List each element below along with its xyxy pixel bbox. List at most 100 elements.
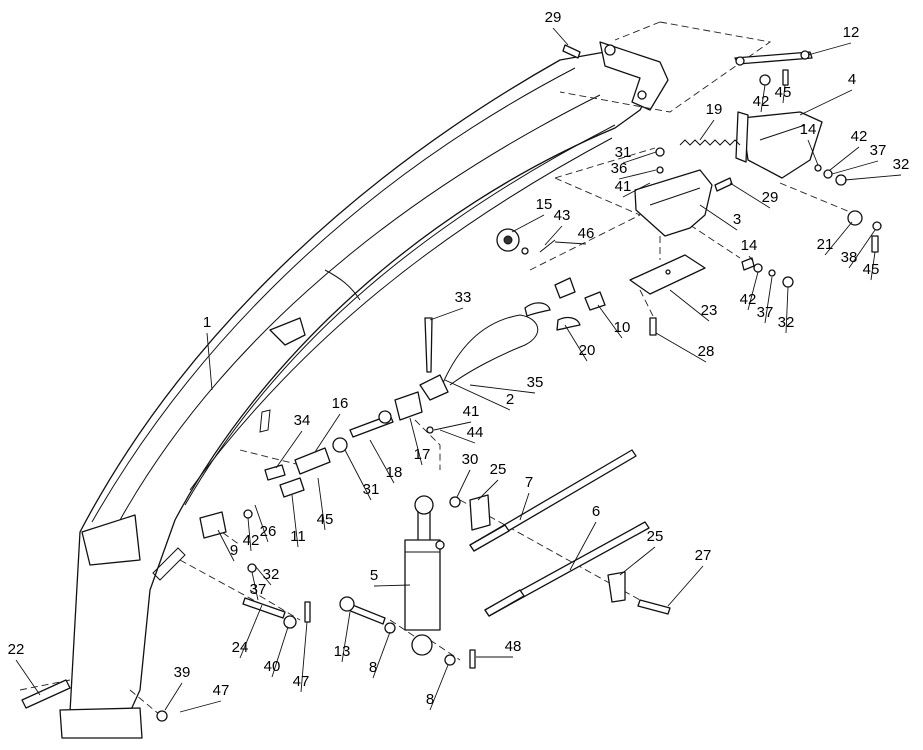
callout-28: 28: [698, 343, 715, 360]
washer-37c: [247, 563, 257, 573]
leader-line-28: [655, 332, 707, 363]
callout-8: 8: [426, 691, 434, 708]
washer-8a: [384, 622, 396, 634]
leader-line-43: [544, 225, 563, 246]
bolt-27: [637, 599, 671, 615]
callout-12: 12: [843, 24, 860, 41]
callout-32: 32: [778, 314, 795, 331]
callout-14: 14: [800, 121, 817, 138]
link-16: [294, 447, 331, 475]
nut-32d: [782, 276, 794, 288]
leader-line-40: [271, 626, 289, 678]
bolt-28: [649, 317, 657, 336]
leader-line-15: [511, 214, 545, 233]
washer-42c: [243, 509, 253, 519]
leader-line-45: [317, 477, 326, 531]
dash-line-6: [779, 182, 851, 213]
washer-30: [449, 496, 461, 508]
callout-14: 14: [741, 237, 758, 254]
callout-10: 10: [614, 319, 631, 336]
washer-37d: [768, 269, 776, 277]
head-pin-2: [637, 90, 647, 100]
leader-line-4: [799, 89, 853, 116]
bolt-33: [424, 317, 433, 373]
callout-47: 47: [213, 682, 230, 699]
pin-24: [242, 597, 286, 619]
bracket-25b: [607, 571, 626, 603]
leader-line-37: [251, 571, 259, 601]
leader-line-1: [206, 332, 213, 391]
leader-line-6: [569, 521, 597, 571]
boom-slot-2: [259, 409, 271, 433]
leader-line-12: [807, 42, 852, 56]
dash-line-18: [239, 449, 301, 466]
callout-8: 8: [369, 659, 377, 676]
leader-line-21: [824, 221, 853, 256]
callout-39: 39: [174, 664, 191, 681]
boom-inner-edge: [119, 94, 601, 521]
callout-15: 15: [536, 196, 553, 213]
callout-18: 18: [386, 464, 403, 481]
callout-26: 26: [260, 523, 277, 540]
dash-line-4: [554, 147, 656, 179]
leader-line-37: [764, 276, 773, 324]
leader-line-35: [469, 384, 536, 394]
leader-line-19: [699, 119, 715, 141]
leader-line-29: [552, 27, 569, 46]
leader-line-7: [519, 492, 530, 521]
leader-line-32: [785, 286, 789, 334]
rod-7-thread: [469, 524, 510, 552]
leader-line-29: [729, 182, 771, 209]
leader-line-33: [429, 307, 464, 321]
callout-32: 32: [263, 566, 280, 583]
callout-19: 19: [706, 101, 723, 118]
washer-41b: [426, 426, 434, 434]
washer-40: [283, 615, 297, 629]
boom-arm: [59, 51, 651, 739]
boom-slot: [152, 547, 186, 581]
cylinder-rod-eye: [414, 495, 434, 515]
dash-line-8: [639, 289, 656, 321]
head-bracket-plate: [599, 41, 669, 111]
pin-45a: [782, 69, 789, 86]
washer-38: [872, 221, 882, 231]
callout-27: 27: [695, 547, 712, 564]
clip-bracket: [584, 291, 606, 311]
callout-13: 13: [334, 643, 351, 660]
dash-line-10: [414, 419, 441, 470]
callout-41: 41: [615, 178, 632, 195]
callout-34: 34: [294, 412, 311, 429]
washer-31a: [655, 147, 665, 157]
callout-36: 36: [611, 160, 628, 177]
upper-bracket-group: [629, 50, 823, 295]
callout-2: 2: [506, 391, 514, 408]
washer-8b: [444, 654, 456, 666]
callout-20: 20: [579, 342, 596, 359]
leader-line-8: [429, 664, 449, 711]
leader-line-45: [782, 84, 786, 104]
leader-line-47: [300, 621, 308, 693]
callout-6: 6: [592, 503, 600, 520]
pin-14b: [741, 257, 755, 271]
spring-and-cable: [419, 139, 741, 401]
callout-45: 45: [863, 261, 880, 278]
boom-top-edge: [91, 67, 576, 523]
roller-hub: [503, 235, 513, 245]
callout-35: 35: [527, 374, 544, 391]
callout-37: 37: [757, 304, 774, 321]
callout-16: 16: [332, 395, 349, 412]
leader-line-17: [409, 417, 423, 466]
cover-flange: [735, 111, 749, 163]
callout-22: 22: [8, 641, 25, 658]
callout-42: 42: [243, 532, 260, 549]
leader-line-41: [433, 421, 472, 431]
dash-line-2: [614, 21, 661, 41]
leader-line-46: [554, 241, 587, 245]
bolt-29a: [562, 44, 581, 59]
washer-31: [332, 437, 348, 453]
leader-line-42: [747, 271, 759, 311]
rods: [469, 449, 650, 617]
boom-fold-line: [324, 269, 361, 301]
leader-line-25: [619, 546, 656, 576]
